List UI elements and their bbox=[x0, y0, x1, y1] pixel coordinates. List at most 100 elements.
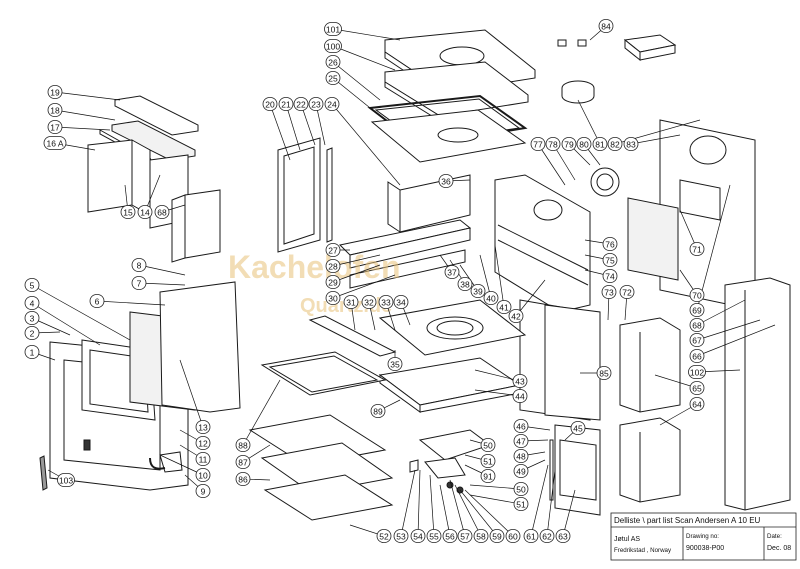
callout-50: 50 bbox=[513, 482, 529, 496]
callout-bubble bbox=[480, 438, 496, 452]
callout-bubble bbox=[47, 85, 63, 99]
leader-line bbox=[530, 464, 549, 537]
callout-89: 89 bbox=[370, 404, 386, 418]
callout-5: 5 bbox=[24, 278, 40, 292]
callout-number: 53 bbox=[396, 532, 406, 542]
callout-bubble bbox=[24, 278, 40, 292]
callout-16a: 16 A bbox=[43, 136, 67, 150]
leader-line bbox=[159, 454, 204, 476]
callout-77: 77 bbox=[530, 137, 546, 151]
callout-bubble bbox=[523, 529, 539, 543]
callout-bubble bbox=[43, 136, 67, 150]
callout-number: 65 bbox=[692, 384, 702, 394]
callout-40: 40 bbox=[483, 291, 499, 305]
callout-bubble bbox=[512, 389, 528, 403]
leader-line bbox=[31, 284, 131, 341]
callout-42: 42 bbox=[508, 309, 524, 323]
title-block: Delliste \ part list Scan Andersen A 10 … bbox=[610, 512, 797, 561]
callout-number: 88 bbox=[238, 441, 248, 451]
callout-86: 86 bbox=[235, 472, 251, 486]
rear-plate-71 bbox=[627, 197, 679, 281]
callout-number: 30 bbox=[328, 294, 338, 304]
callout-bubble bbox=[235, 472, 251, 486]
callout-bubble bbox=[235, 438, 251, 452]
callout-bubble bbox=[387, 357, 403, 371]
back-wall-76 bbox=[494, 174, 591, 313]
callout-78: 78 bbox=[545, 137, 561, 151]
callout-bubble bbox=[530, 137, 546, 151]
baffle-plate-25 bbox=[370, 109, 527, 163]
callout-number: 5 bbox=[30, 281, 35, 291]
company-name: Jøtul AS bbox=[614, 536, 640, 543]
leader-line bbox=[696, 299, 746, 326]
callout-number: 38 bbox=[460, 280, 470, 290]
leader-line bbox=[138, 282, 186, 286]
callout-51: 51 bbox=[480, 454, 496, 468]
leader-line bbox=[439, 484, 451, 537]
callout-21: 21 bbox=[278, 97, 294, 111]
leader-line bbox=[332, 264, 381, 283]
callout-bubble bbox=[325, 259, 341, 273]
callout-number: 82 bbox=[610, 140, 620, 150]
callout-bubble bbox=[596, 366, 612, 380]
callout-61: 61 bbox=[523, 529, 539, 543]
callout-number: 15 bbox=[123, 208, 133, 218]
callout-bubble bbox=[378, 295, 394, 309]
callout-number: 3 bbox=[30, 314, 35, 324]
leader-line bbox=[459, 489, 498, 537]
callout-43: 43 bbox=[512, 374, 528, 388]
callout-41: 41 bbox=[496, 300, 512, 314]
callout-83: 83 bbox=[623, 137, 639, 151]
callout-bubble bbox=[361, 295, 377, 309]
callout-101: 101 bbox=[324, 22, 342, 36]
callout-number: 23 bbox=[311, 100, 321, 110]
callout-number: 63 bbox=[558, 532, 568, 542]
callout-85: 85 bbox=[596, 366, 612, 380]
callout-number: 49 bbox=[516, 467, 526, 477]
callout-number: 51 bbox=[483, 457, 493, 467]
callout-bubble bbox=[137, 205, 153, 219]
leader-line bbox=[474, 389, 521, 397]
callout-36: 36 bbox=[438, 174, 454, 188]
callout-number: 16 A bbox=[46, 139, 63, 149]
callout-bubble bbox=[508, 309, 524, 323]
callout-33: 33 bbox=[378, 295, 394, 309]
callout-bubble bbox=[325, 243, 341, 257]
callout-bubble bbox=[235, 455, 251, 469]
callout-bubble bbox=[293, 97, 309, 111]
callout-bubble bbox=[444, 265, 460, 279]
watermark-text: Kachelofen bbox=[228, 249, 400, 285]
callout-number: 68 bbox=[692, 321, 702, 331]
leader-line bbox=[332, 254, 381, 267]
callout-19: 19 bbox=[47, 85, 63, 99]
callout-number: 79 bbox=[564, 140, 574, 150]
callout-80: 80 bbox=[576, 137, 592, 151]
callout-bubble bbox=[47, 103, 63, 117]
callout-23: 23 bbox=[308, 97, 324, 111]
callout-bubble bbox=[513, 434, 529, 448]
callout-bubble bbox=[689, 288, 705, 302]
callout-15: 15 bbox=[120, 205, 136, 219]
side-panel-85 bbox=[544, 304, 601, 421]
callout-bubble bbox=[195, 436, 211, 450]
callout-bubble bbox=[370, 404, 386, 418]
leader-line bbox=[54, 109, 116, 121]
callout-number: 62 bbox=[542, 532, 552, 542]
callout-bubble bbox=[131, 276, 147, 290]
callout-number: 51 bbox=[516, 500, 526, 510]
leader-line bbox=[469, 484, 522, 490]
side-cover-102 bbox=[724, 277, 791, 511]
panel-18 bbox=[111, 120, 196, 161]
rod-23 bbox=[326, 147, 333, 243]
callout-number: 84 bbox=[601, 22, 611, 32]
callout-bubble bbox=[592, 137, 608, 151]
callout-number: 8 bbox=[137, 261, 142, 271]
callout-bubble bbox=[426, 529, 442, 543]
leader-line bbox=[696, 319, 761, 341]
callout-67: 67 bbox=[689, 333, 705, 347]
callout-number: 17 bbox=[50, 123, 60, 133]
callout-number: 72 bbox=[622, 288, 632, 298]
leader-line bbox=[96, 300, 166, 306]
callout-number: 47 bbox=[516, 437, 526, 447]
callout-bubble bbox=[308, 97, 324, 111]
